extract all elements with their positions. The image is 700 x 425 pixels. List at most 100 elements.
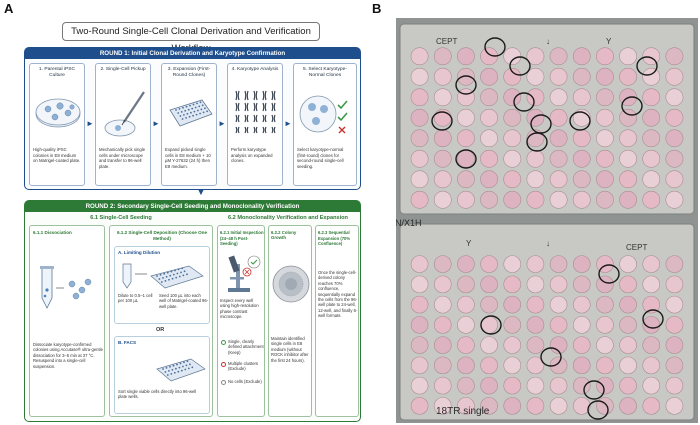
chromosome-icon [235,90,276,134]
plate-well [572,170,591,189]
plate-well [642,149,661,168]
seed-instruction: Seed 100 µL into each well of Matrigel-c… [159,293,209,309]
colony-growth-description: Maintain identified single cells in E8 m… [271,336,309,363]
legend-empty: No cells (Exclude) [228,379,262,384]
plate-well [642,129,661,148]
plate-well [642,47,661,66]
plate-well [665,376,684,395]
plate-well [596,170,614,189]
plate-well [642,275,661,294]
well-dot [197,109,199,112]
chromosome [262,126,267,134]
well-dot [190,111,192,114]
plate-well [596,67,614,86]
well-dot [187,367,190,370]
bottom-plate-label-y: Y [466,239,472,248]
plate-well [619,356,637,375]
chromosome [235,90,240,101]
plate-well [410,88,429,107]
chromosome [271,102,276,112]
chromosome [253,114,258,123]
plate-well [480,170,498,189]
step-parental-culture: 1. Parental iPSC Culture High-quality iP… [29,63,85,186]
facs-description: Sort single viable cells directly into 9… [118,389,197,400]
plate-well [410,316,429,334]
plate-well [433,336,452,354]
plate-well [457,295,475,314]
plate-well [457,170,475,189]
well-dot [188,115,191,118]
well-dot [168,370,170,372]
plate-well [480,67,498,86]
chromosome [244,90,249,101]
plate-well [665,67,684,86]
plate-well [596,336,614,354]
chromosome [235,102,240,112]
plate-well [665,190,684,209]
plate-well [503,376,522,395]
chromosome [253,90,258,101]
well-dot [158,278,161,280]
marker-circle [642,309,664,329]
marker-circle [621,96,643,116]
plate-well [433,129,452,148]
tube-icon [40,266,92,309]
verification-title: 6.2 Monoclonality Verification and Expan… [228,215,348,221]
plate-well [619,336,637,354]
empty-legend-icon [221,380,226,385]
plate-well [596,397,614,415]
chromosome [235,114,240,123]
plate-well [433,376,452,395]
well-dot [206,110,208,113]
well-dot [165,367,168,369]
marker-circle [636,56,658,76]
plate-well [433,295,452,314]
plate-well [457,190,475,209]
plate-well [572,336,591,354]
well-dot [183,270,186,273]
plate-well [480,255,498,273]
plate-well [642,190,661,209]
well-dot [169,274,172,277]
plate-well [526,295,545,314]
well-dot [182,274,185,277]
plate-well [433,190,452,209]
marker-circle [431,111,453,131]
well-dot [185,105,188,108]
bottom-plate-label-cept: CEPT [626,243,647,252]
well-dot [172,273,175,276]
plate-well [410,397,429,415]
plate-well [503,129,522,148]
well-dot [202,111,205,114]
plate-well [596,190,614,209]
plate-well [572,47,591,66]
chromosome [253,102,258,112]
plate-well [596,129,614,148]
plate-well [619,108,637,127]
plate-well [549,67,568,86]
well-dot [159,274,162,276]
colony-growth-box: 6.2.2 Colony Growth Maintain identified … [268,225,312,417]
plate-well [642,397,661,415]
plate-well [480,88,498,107]
plate-well [526,170,545,189]
well-dot [186,273,188,276]
plate-well [572,129,591,148]
plate-well [549,255,568,273]
marker-circle [587,400,609,420]
plate-well [619,255,637,273]
facs-label: B. FACS [118,340,137,345]
plate-well [665,47,684,66]
step-expansion: 3. Expansion (First-Round Clones) Expand… [161,63,217,186]
well-dot [196,102,198,105]
well-dot [180,111,183,113]
plate-well [410,170,429,189]
well-dot [171,277,174,280]
well-dot [173,371,176,374]
well-dot [172,364,175,367]
well-dot [168,278,170,281]
plate-well [572,190,591,209]
arrow-right-icon: ► [284,119,292,128]
plate-well [410,255,429,273]
side-label: 8XN/X1H [396,218,422,228]
